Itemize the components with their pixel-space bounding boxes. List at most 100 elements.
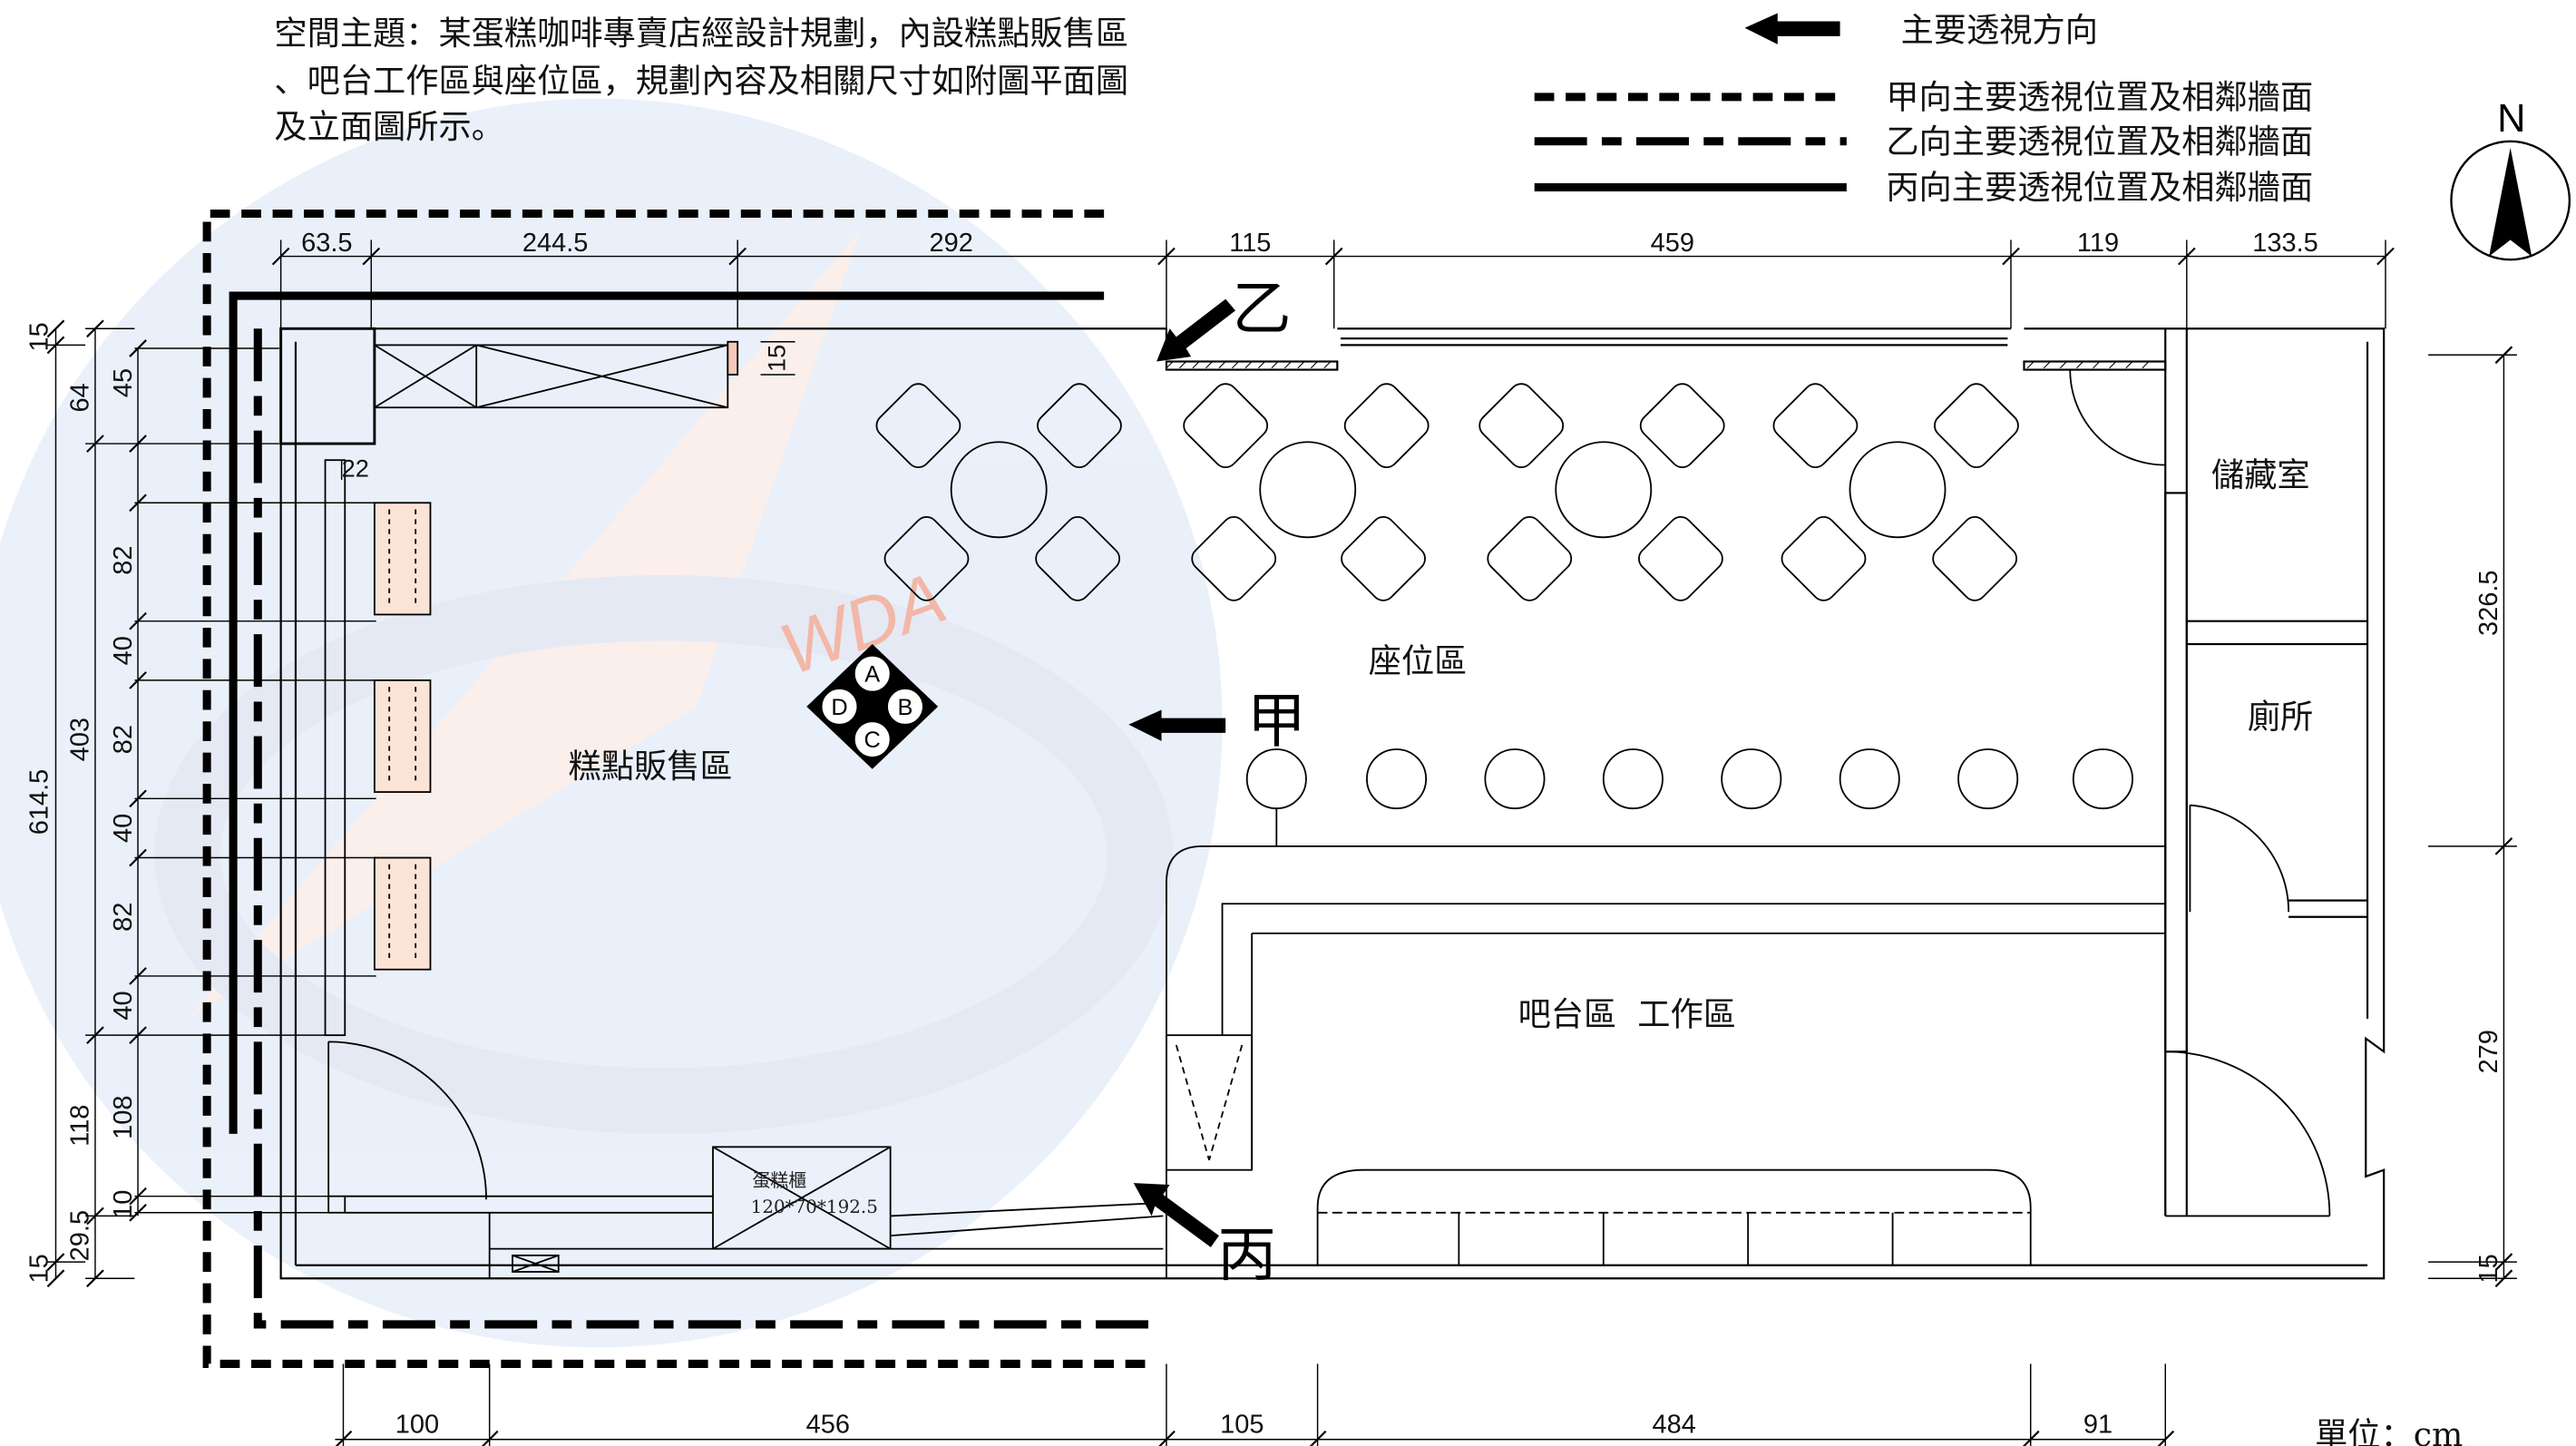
walls: [279, 327, 2386, 1280]
dimension-labels-left-outer: 15 614.5 15: [24, 322, 54, 1283]
table-set: [1478, 383, 1725, 601]
bar-stool: [1839, 748, 1900, 810]
armchair: [1772, 383, 1859, 469]
room-label-sales: 糕點販售區: [569, 747, 733, 786]
dimension-label: 91: [2083, 1411, 2113, 1440]
view-arrow-bing-icon: [1133, 1183, 1219, 1247]
dimension-label: 82: [109, 903, 138, 932]
sink: [1166, 1034, 1254, 1171]
table-set: [875, 383, 1122, 601]
perspective-line-jia: [202, 209, 1157, 1368]
entrance-door: [327, 1041, 487, 1200]
legend: 主要透視方向 甲向主要透視位置及相鄰牆面 乙向主要透視位置及相鄰牆面 丙向主要透…: [1534, 10, 2313, 207]
room-label-storage: 儲藏室: [2211, 455, 2310, 494]
armchair: [1343, 383, 1429, 469]
cake-cabinet-name: 蛋糕櫃: [752, 1170, 806, 1191]
perspective-line-bing: [229, 291, 1105, 1134]
armchair: [1781, 515, 1867, 601]
unit-label: 單位：cm: [2315, 1415, 2463, 1446]
dimension-label-shelf-gap: 22: [342, 454, 369, 482]
armchair: [1638, 515, 1723, 601]
dimension-label: 403: [66, 718, 95, 761]
cake-cabinet-size: 120*70*192.5: [751, 1197, 878, 1217]
dimension-label: 133.5: [2252, 229, 2318, 258]
dimension-label: 40: [109, 814, 138, 843]
legend-arrow-icon: [1744, 13, 1840, 44]
bar-area: [1166, 845, 2166, 1279]
round-table: [1849, 441, 1947, 539]
armchair: [1341, 515, 1426, 601]
room-label-toilet: 廁所: [2248, 697, 2313, 736]
compass-label-d: D: [831, 695, 847, 720]
dimension-lines: [45, 239, 2517, 1446]
description-line-1: 空間主題：某蛋糕咖啡專賣店經設計規劃，內設糕點販售區: [274, 14, 1128, 53]
dimension-labels-top: 63.5 244.5 292 115 459 119 133.5: [301, 229, 2318, 258]
dimension-ticks: [46, 247, 2513, 1446]
armchair: [1932, 515, 2018, 601]
dimension-label: 326.5: [2474, 571, 2503, 637]
back-door: [2164, 1050, 2331, 1216]
wall-shelf: [324, 459, 346, 1037]
display-table: [373, 856, 432, 971]
room-label-bar: 吧台區 工作區: [1518, 994, 1736, 1033]
legend-label-dash-dot: 乙向主要透視位置及相鄰牆面: [1886, 122, 2313, 161]
dimension-labels-left-inner: 45 82 40 82 40 82 40 108 10: [109, 368, 138, 1219]
bar-stool: [1602, 748, 1664, 810]
dimension-label: 119: [2077, 229, 2119, 258]
compass-label-b: B: [897, 695, 912, 720]
compass-label-c: C: [864, 728, 881, 753]
description: 空間主題：某蛋糕咖啡專賣店經設計規劃，內設糕點販售區 、吧台工作區與座位區，規劃…: [274, 14, 1128, 146]
dimension-label: 614.5: [24, 769, 54, 835]
armchair: [1183, 383, 1269, 469]
room-labels: 糕點販售區 座位區 吧台區 工作區 儲藏室 廁所: [569, 455, 2314, 1033]
table-set: [1183, 383, 1429, 601]
display-table: [373, 502, 432, 616]
bar-stool: [1484, 748, 1546, 810]
perspective-lines: [202, 209, 1157, 1368]
round-table: [950, 441, 1048, 539]
view-label-yi: 乙: [1232, 274, 1291, 343]
bar-stool: [1721, 748, 1782, 810]
legend-arrow-label: 主要透視方向: [1901, 10, 2098, 49]
armchair: [1191, 515, 1277, 601]
armchair: [883, 515, 970, 601]
watermark-logo: [0, 98, 1223, 1348]
legend-label-dashed: 甲向主要透視位置及相鄰牆面: [1886, 78, 2313, 117]
dimension-label: 82: [109, 546, 138, 575]
dimension-label: 108: [109, 1096, 138, 1139]
dimension-label-beam: 15: [763, 345, 791, 372]
armchair: [1035, 515, 1121, 601]
table-set: [1772, 383, 2019, 601]
dimension-label: 459: [1651, 229, 1694, 258]
armchair: [1478, 383, 1565, 469]
dimension-label: 244.5: [522, 229, 589, 258]
dimension-label: 40: [109, 636, 138, 665]
dimension-labels-left-mid: 64 403 118 29.5: [66, 383, 95, 1261]
room-label-seating: 座位區: [1369, 641, 1468, 680]
armchair: [1487, 515, 1573, 601]
doors: [2069, 368, 2331, 1217]
dimension-label: 115: [1229, 229, 1271, 258]
perspective-line-yi: [253, 328, 1157, 1329]
north-label: N: [2497, 97, 2525, 141]
seating-area: [875, 383, 2133, 846]
dimension-label: 15: [24, 322, 54, 351]
dimension-label: 105: [1220, 1411, 1264, 1440]
bar-stool: [1245, 748, 1307, 810]
round-table: [1555, 441, 1653, 539]
dimension-label: 484: [1652, 1411, 1695, 1440]
round-table: [1259, 441, 1357, 539]
armchair: [875, 383, 961, 469]
armchair: [1037, 383, 1122, 469]
dimension-label: 64: [66, 383, 95, 412]
armchair: [1934, 383, 2019, 469]
dimension-label: 279: [2474, 1030, 2503, 1073]
dimension-label: 82: [109, 725, 138, 754]
dimension-label: 100: [395, 1411, 439, 1440]
toilet-door: [2189, 804, 2290, 913]
view-label-bing: 丙: [1217, 1221, 1276, 1290]
dimension-label: 456: [806, 1411, 850, 1440]
dimension-label: 29.5: [66, 1210, 95, 1261]
dimension-label: 45: [109, 368, 138, 397]
